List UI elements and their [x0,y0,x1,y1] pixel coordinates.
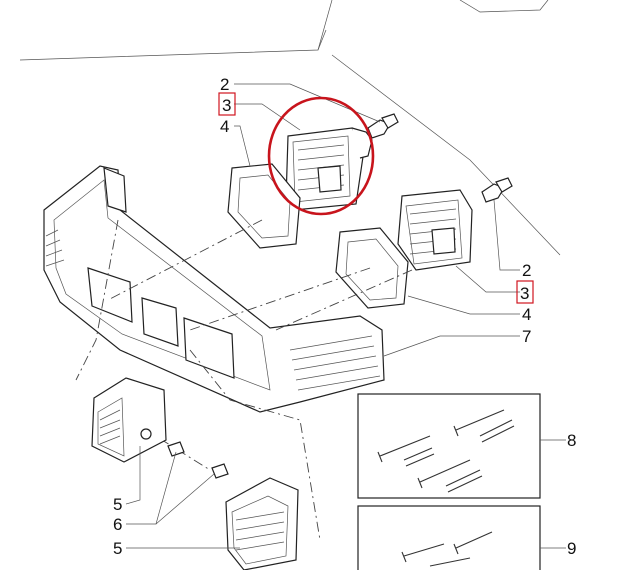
callout-3-right: 3 [520,284,529,303]
callout-5-lower: 5 [113,539,122,558]
kit9-screws [401,531,493,567]
fastener-kit-box-9[interactable] [357,505,541,570]
upper-gasket[interactable] [227,163,301,249]
callout-7: 7 [522,327,531,346]
marker-screw[interactable] [167,441,229,479]
callout-6: 6 [113,515,122,534]
right-headlamp[interactable] [397,189,473,271]
callout-4-right: 4 [522,305,531,324]
callout-2-upper: 2 [220,75,229,94]
right-gasket[interactable] [335,227,409,309]
highlight-box-right-3 [516,280,534,304]
callout-3-upper: 3 [222,96,231,115]
callout-2-right: 2 [522,261,531,280]
fastener-kit-box-8[interactable] [357,393,541,499]
leader-lines [125,83,566,549]
front-bumper-panel[interactable] [43,165,385,413]
upper-bulb[interactable] [367,113,399,139]
upper-headlamp[interactable] [285,127,373,211]
highlight-box-upper-3 [218,92,236,116]
side-marker-lamp[interactable] [91,377,167,463]
callout-5-upper: 5 [113,495,122,514]
callout-8: 8 [567,431,576,450]
kit8-screws [377,409,515,493]
right-bulb[interactable] [481,177,513,203]
turn-signal-lamp[interactable] [225,477,299,570]
reference-lines [19,0,561,256]
callout-4-upper: 4 [220,117,229,136]
highlight-circle [267,96,375,216]
callout-9: 9 [567,539,576,558]
